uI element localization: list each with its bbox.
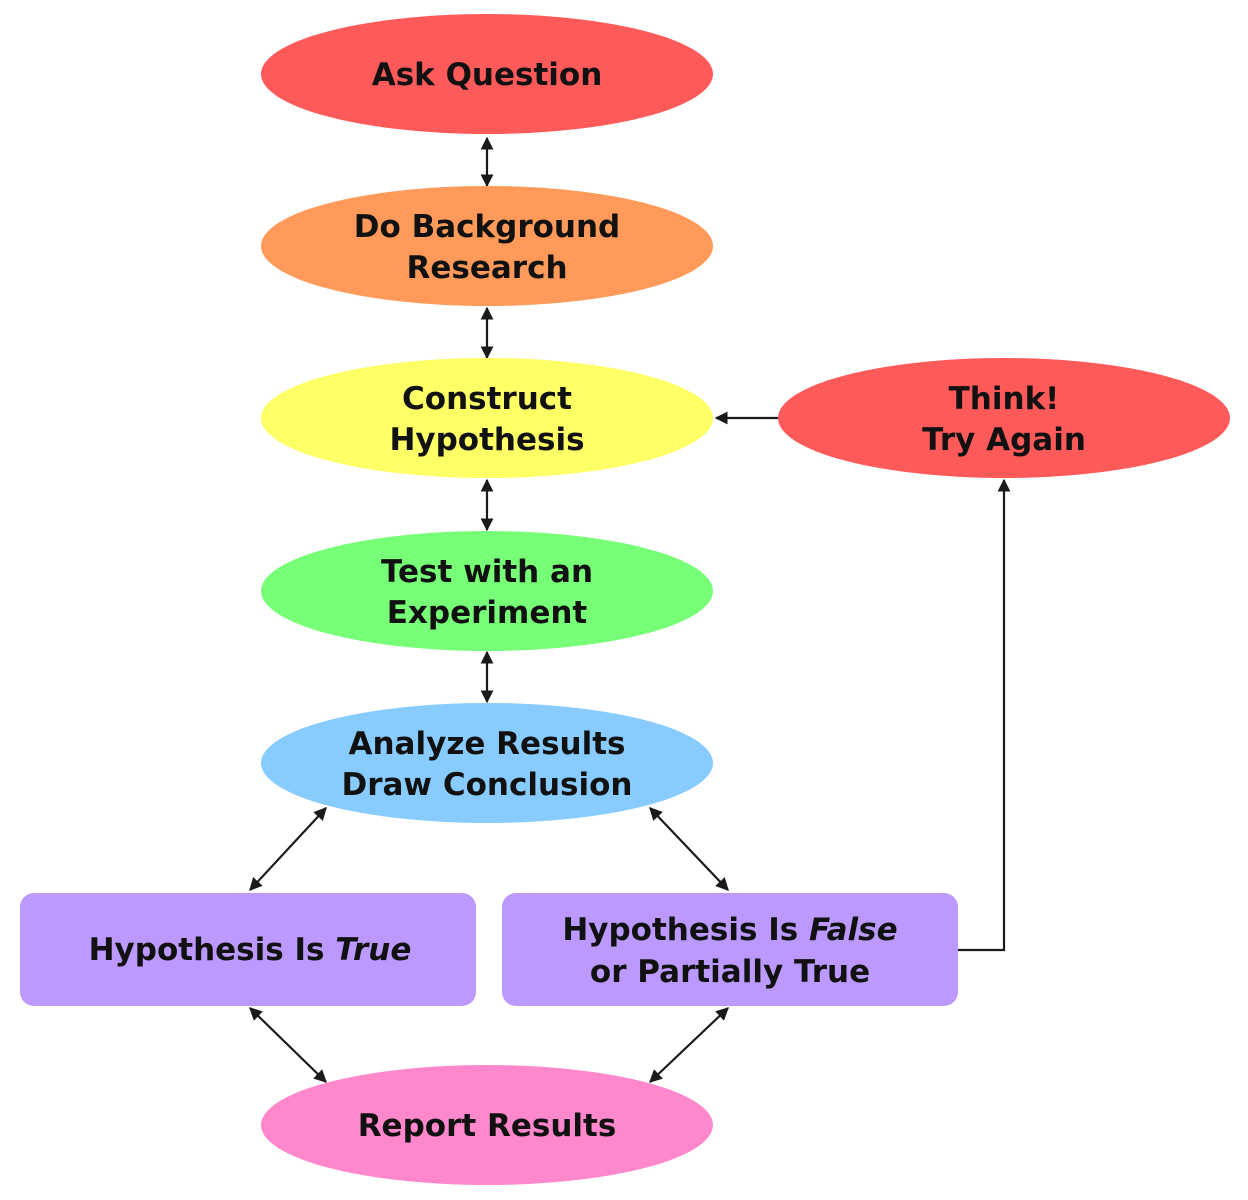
ask-question-label: Ask Question [372, 57, 603, 93]
node-construct-hypothesis: Construct Hypothesis [261, 358, 713, 478]
hypothesis-false-label-emphasis: False [809, 912, 898, 948]
think-try-again-label-line1: Think! [949, 381, 1060, 417]
construct-hypothesis-label-line2: Hypothesis [389, 422, 584, 458]
test-experiment-label-line1: Test with an [381, 554, 593, 590]
think-try-again-label-line2: Try Again [922, 422, 1086, 458]
connectors [249, 136, 1011, 1083]
background-research-label-line2: Research [406, 250, 567, 286]
construct-hypothesis-label-line1: Construct [402, 381, 572, 417]
connector-false-to-report [649, 1007, 729, 1083]
hypothesis-true-shape [20, 893, 476, 1006]
test-experiment-shape [261, 531, 713, 651]
test-experiment-label-line2: Experiment [387, 595, 588, 631]
node-analyze-results: Analyze Results Draw Conclusion [261, 703, 713, 823]
report-results-label: Report Results [358, 1108, 617, 1144]
think-try-again-shape [778, 358, 1230, 478]
background-research-label-line1: Do Background [354, 209, 620, 245]
hypothesis-false-label-line2: or Partially True [590, 954, 870, 990]
analyze-results-label-line2: Draw Conclusion [341, 767, 632, 803]
ask-question-shape [261, 14, 713, 134]
connector-true-to-report [249, 1007, 327, 1083]
hypothesis-true-label: Hypothesis Is True [89, 932, 412, 968]
node-think-try-again: Think! Try Again [778, 358, 1230, 478]
background-research-shape [261, 186, 713, 306]
connector-analyze-to-true [249, 807, 327, 891]
construct-hypothesis-shape [261, 358, 713, 478]
connector-analyze-to-false [649, 807, 729, 891]
hypothesis-false-label-line1: Hypothesis Is False [562, 912, 897, 948]
hypothesis-true-label-prefix: Hypothesis Is [89, 932, 336, 968]
hypothesis-false-shape [502, 893, 958, 1006]
analyze-results-label-line1: Analyze Results [349, 726, 626, 762]
hypothesis-false-label-prefix: Hypothesis Is [562, 912, 809, 948]
analyze-results-shape [261, 703, 713, 823]
connector-false-to-think [958, 478, 1011, 952]
node-hypothesis-true: Hypothesis Is True [20, 893, 476, 1006]
hypothesis-true-label-emphasis: True [335, 932, 411, 968]
node-hypothesis-false: Hypothesis Is False or Partially True [502, 893, 958, 1006]
node-ask-question: Ask Question [261, 14, 713, 134]
node-test-experiment: Test with an Experiment [261, 531, 713, 651]
node-report-results: Report Results [261, 1065, 713, 1185]
node-background-research: Do Background Research [261, 186, 713, 306]
report-results-shape [261, 1065, 713, 1185]
